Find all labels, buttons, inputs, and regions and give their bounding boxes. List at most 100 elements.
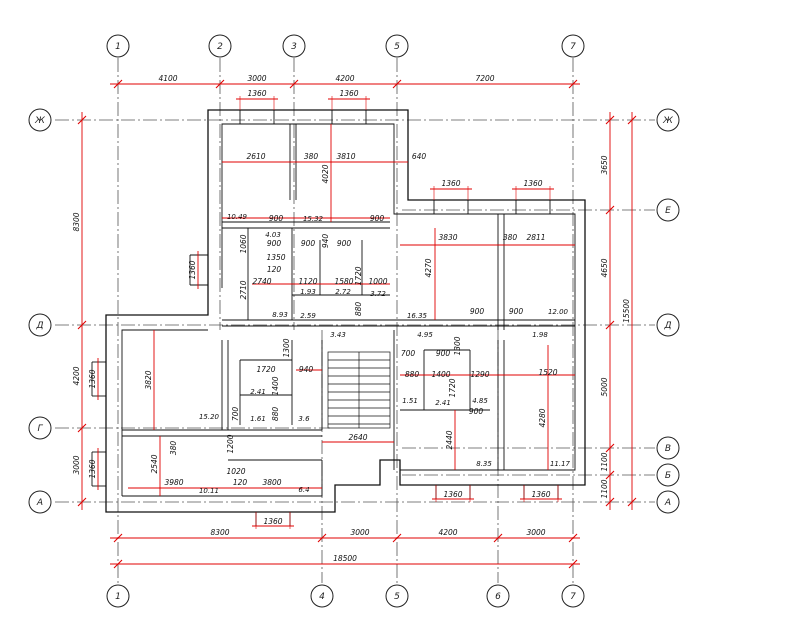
window-dimensions: 1360 1360 1360 1360 1360 1360 1360 1360 … — [88, 89, 562, 529]
interior-dimension: 120 — [233, 478, 248, 487]
interior-dimension: 120 — [267, 265, 282, 274]
axis-label: 1 — [115, 42, 121, 52]
interior-dimension: 1300 — [282, 338, 291, 357]
axis-label: 3 — [291, 42, 297, 52]
interior-dimension: 900 — [269, 214, 284, 223]
interior-dimension: 4280 — [538, 408, 547, 427]
interior-dimension: 1120 — [298, 277, 317, 286]
axis-label: Ж — [34, 116, 45, 126]
dimension-chain-bottom: 8300 3000 4200 3000 18500 — [110, 528, 580, 569]
dimension-chain-right: 3650 4650 5000 1100 1100 15500 — [600, 112, 637, 510]
axis-label: Б — [665, 471, 671, 481]
interior-dimension: 2710 — [239, 280, 248, 299]
interior-dimension: 380 — [503, 233, 518, 242]
room-area: 11.17 — [550, 460, 571, 468]
walls — [91, 109, 586, 527]
interior-dimension: 2610 — [246, 152, 265, 161]
interior-dimension: 3830 — [438, 233, 457, 242]
interior-dimension: 900 — [509, 307, 524, 316]
dimension-label: 5000 — [600, 377, 609, 396]
interior-dimension: 2640 — [348, 433, 367, 442]
interior-dimension: 940 — [321, 234, 330, 249]
dimension-label: 3650 — [600, 155, 609, 174]
room-area: 4.03 — [265, 231, 281, 239]
interior-dimension: 2811 — [526, 233, 545, 242]
dimension-label: 3000 — [72, 455, 81, 474]
room-area: 2.72 — [335, 288, 351, 296]
room-area: 16.35 — [407, 312, 428, 320]
axis-label: 1 — [115, 592, 121, 602]
window-dimension: 1360 — [443, 490, 462, 499]
room-area: 1.98 — [532, 331, 548, 339]
interior-dimension: 2740 — [252, 277, 271, 286]
axis-label: Д — [663, 321, 671, 331]
dimension-label: 4200 — [72, 366, 81, 385]
interior-dimension: 1400 — [271, 376, 280, 395]
interior-dimension: 900 — [337, 239, 352, 248]
interior-dimension: 2540 — [150, 454, 159, 473]
room-area: 3.6 — [298, 415, 310, 423]
axis-label: 6 — [495, 592, 501, 602]
window-dimension: 1360 — [531, 490, 550, 499]
interior-dimension: 2440 — [445, 430, 454, 449]
staircase — [327, 351, 391, 429]
interior-dimension: 640 — [412, 152, 427, 161]
axis-label: Ж — [662, 116, 673, 126]
interior-dimension: 1720 — [256, 365, 275, 374]
window-dimension: 1360 — [441, 179, 460, 188]
interior-dimension: 880 — [405, 370, 420, 379]
room-area: 3.43 — [330, 331, 346, 339]
interior-dimension: 900 — [301, 239, 316, 248]
interior-dimension: 900 — [470, 307, 485, 316]
interior-dimension: 940 — [299, 365, 314, 374]
window-dimension: 1360 — [88, 369, 97, 388]
dimension-label: 1100 — [600, 452, 609, 471]
window-dimension: 1360 — [247, 89, 266, 98]
axis-grid — [55, 58, 655, 583]
axis-labels-left: Ж Д Г А — [28, 108, 52, 514]
axis-label: 5 — [394, 592, 400, 602]
axis-labels-bottom: 1 4 5 6 7 — [106, 584, 585, 608]
axis-label: Е — [665, 206, 671, 216]
dimension-label: 3000 — [350, 528, 369, 537]
room-area: 10.11 — [199, 487, 219, 495]
axis-label: 7 — [570, 592, 576, 602]
interior-dimension: 1290 — [470, 370, 489, 379]
axis-label: 2 — [217, 42, 223, 52]
interior-dimension: 3800 — [262, 478, 281, 487]
interior-dimension: 1300 — [453, 336, 462, 355]
room-area: 15.20 — [199, 413, 220, 421]
room-area: 3.72 — [370, 290, 386, 298]
interior-dimension: 1520 — [538, 368, 557, 377]
axis-label: А — [664, 498, 671, 508]
axis-label: А — [36, 498, 43, 508]
axis-label: Д — [35, 321, 43, 331]
interior-dimension: 1580 — [334, 277, 353, 286]
interior-dimension: 380 — [169, 441, 178, 456]
room-area: 2.59 — [300, 312, 316, 320]
window-dimension: 1360 — [523, 179, 542, 188]
axis-labels-top: 1 2 3 5 7 — [106, 34, 585, 58]
interior-dimension: 3820 — [144, 370, 153, 389]
interior-dimension: 4270 — [424, 258, 433, 277]
dimension-label: 3000 — [247, 74, 266, 83]
interior-dimension: 900 — [469, 407, 484, 416]
interior-dimension: 880 — [271, 407, 280, 422]
dimension-chain-left: 8300 4200 3000 — [72, 112, 87, 510]
dimension-label: 3000 — [526, 528, 545, 537]
dimension-label: 4200 — [335, 74, 354, 83]
room-area: 10.49 — [227, 213, 248, 221]
window-dimension: 1360 — [88, 459, 97, 478]
room-area: 12.00 — [548, 308, 569, 316]
axis-label: 7 — [570, 42, 576, 52]
dimension-label: 4650 — [600, 258, 609, 277]
interior-dimension: 900 — [436, 349, 451, 358]
axis-labels-right: Ж Е Д В Б А — [656, 108, 680, 514]
dimension-label: 7200 — [475, 74, 494, 83]
room-area: 8.35 — [476, 460, 492, 468]
interior-dimension: 700 — [231, 407, 240, 422]
interior-dimension: 380 — [304, 152, 319, 161]
axis-label: 4 — [319, 592, 325, 602]
axis-label: В — [665, 444, 671, 454]
